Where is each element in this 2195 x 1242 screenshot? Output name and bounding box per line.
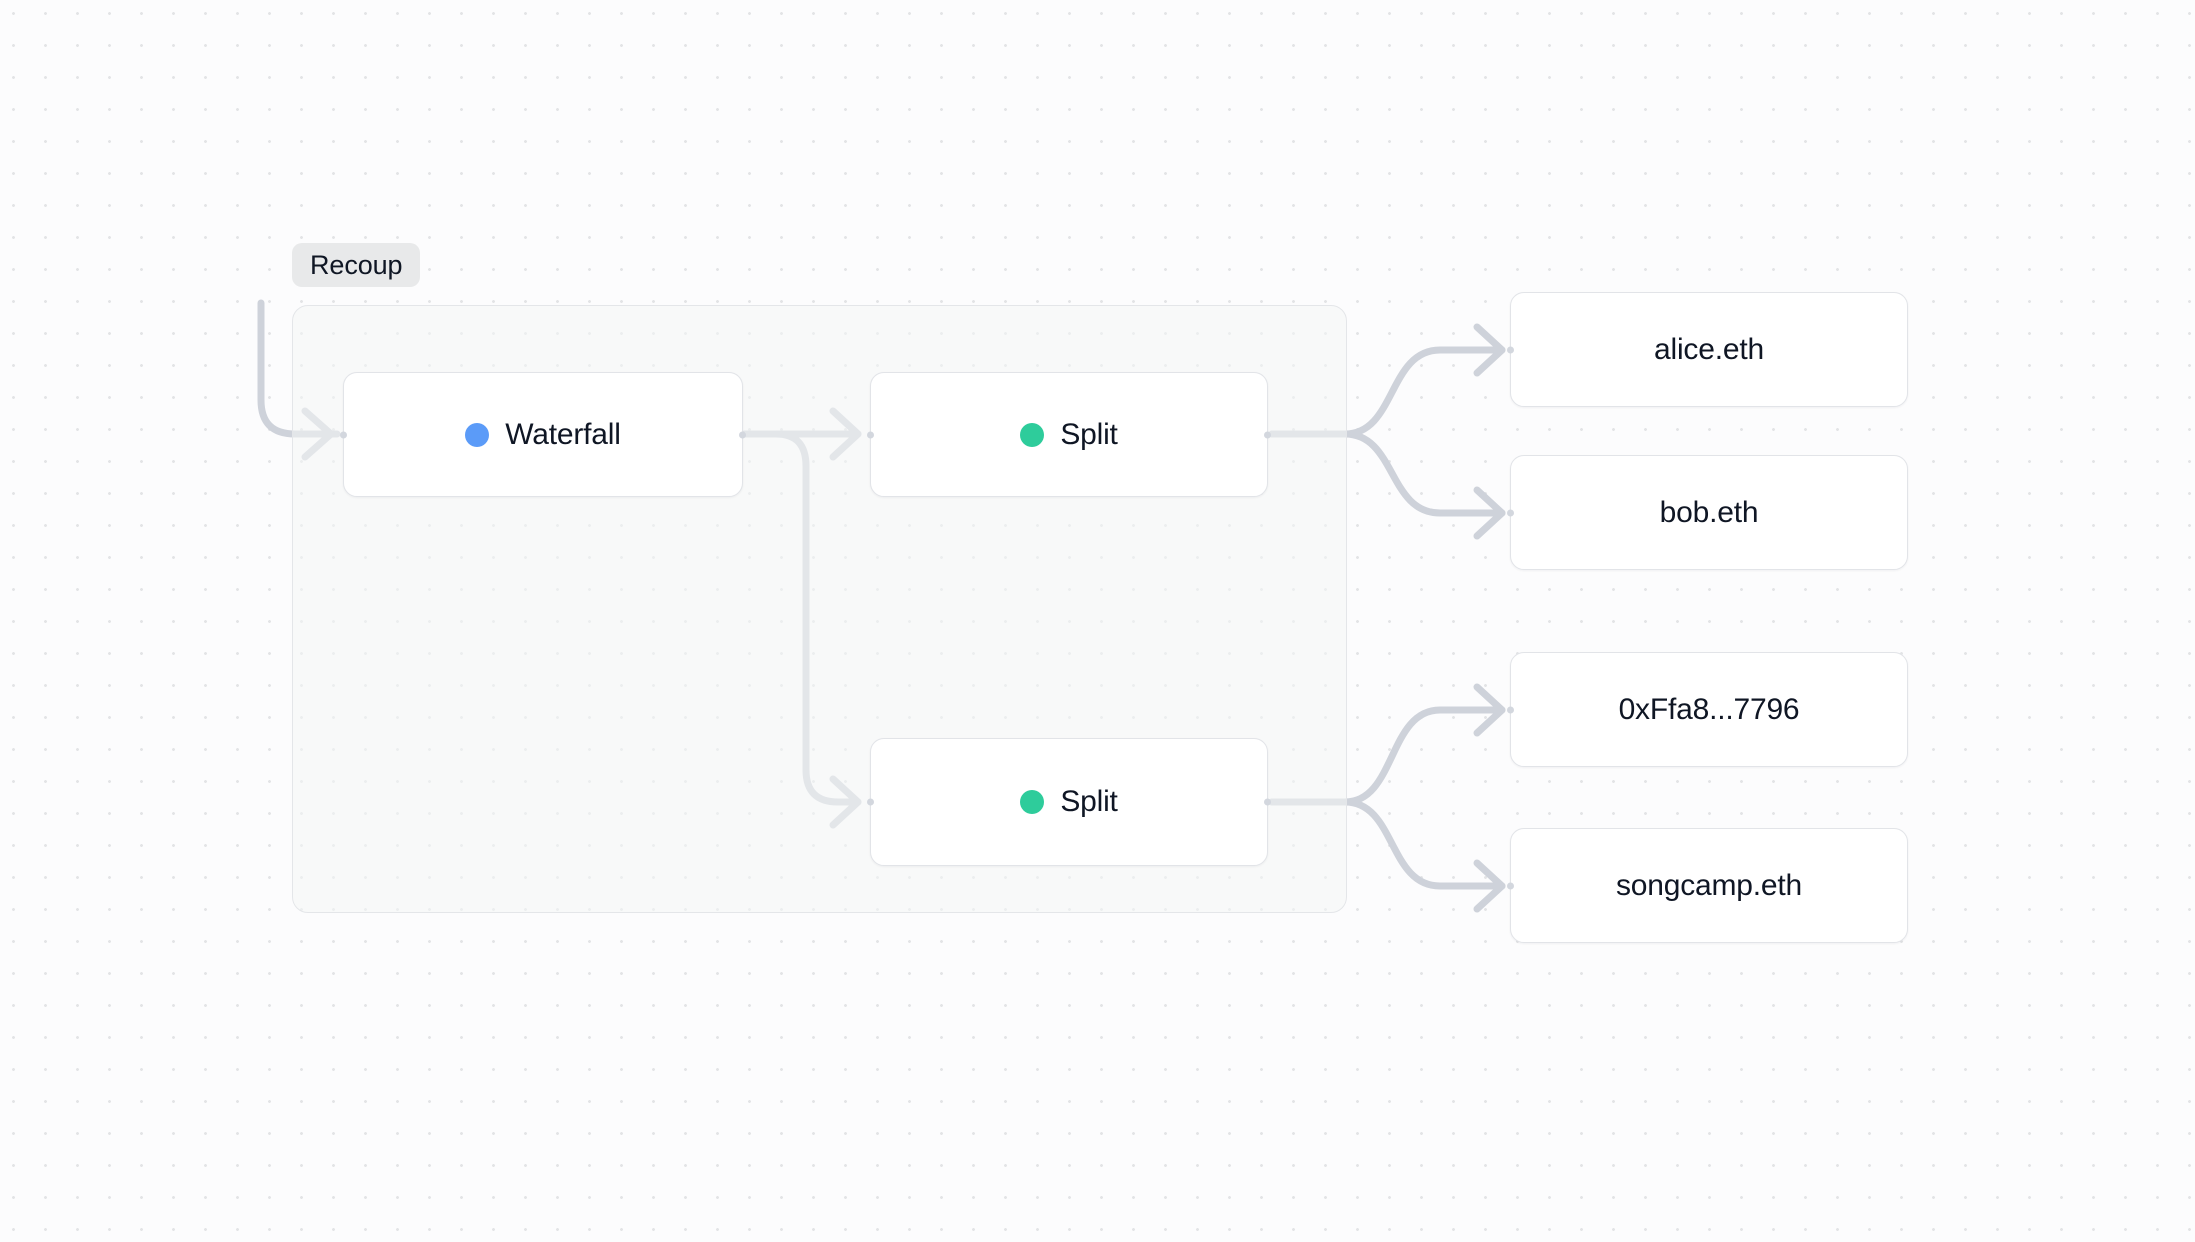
handle-target-waterfall[interactable] — [340, 431, 347, 438]
node-split-1[interactable]: Split — [867, 372, 1271, 497]
handle-source-waterfall[interactable] — [739, 431, 746, 438]
node-waterfall[interactable]: Waterfall — [340, 372, 746, 497]
node-split-2[interactable]: Split — [867, 738, 1271, 866]
handle-target-address[interactable] — [1507, 706, 1514, 713]
node-recipient-address[interactable]: 0xFfa8...7796 — [1507, 652, 1908, 767]
split-1-status-dot-icon — [1020, 422, 1045, 447]
split-2-status-dot-icon — [1020, 790, 1045, 814]
node-recipient-alice[interactable]: alice.eth — [1507, 292, 1908, 407]
handle-target-alice[interactable] — [1507, 346, 1514, 353]
node-recipient-address-label: 0xFfa8...7796 — [1618, 692, 1800, 726]
handle-target-split-2[interactable] — [867, 798, 874, 806]
node-split-1-label: Split — [1060, 417, 1118, 451]
handle-target-bob[interactable] — [1507, 509, 1514, 516]
node-split-2-label: Split — [1060, 785, 1118, 818]
handle-target-songcamp[interactable] — [1507, 882, 1514, 889]
handle-source-split-1[interactable] — [1264, 431, 1271, 438]
node-recipient-songcamp-label: songcamp.eth — [1615, 868, 1803, 902]
group-label-text: Recoup — [310, 249, 403, 280]
node-recipient-alice-label: alice.eth — [1654, 332, 1764, 366]
handle-target-split-1[interactable] — [867, 431, 874, 438]
node-recipient-bob[interactable]: bob.eth — [1507, 455, 1908, 570]
node-recipient-songcamp[interactable]: songcamp.eth — [1507, 828, 1908, 943]
node-recipient-bob-label: bob.eth — [1659, 495, 1759, 529]
waterfall-status-dot-icon — [465, 422, 490, 447]
handle-source-split-2[interactable] — [1264, 798, 1271, 806]
node-waterfall-label: Waterfall — [505, 417, 621, 451]
group-label-badge[interactable]: Recoup — [292, 243, 421, 287]
